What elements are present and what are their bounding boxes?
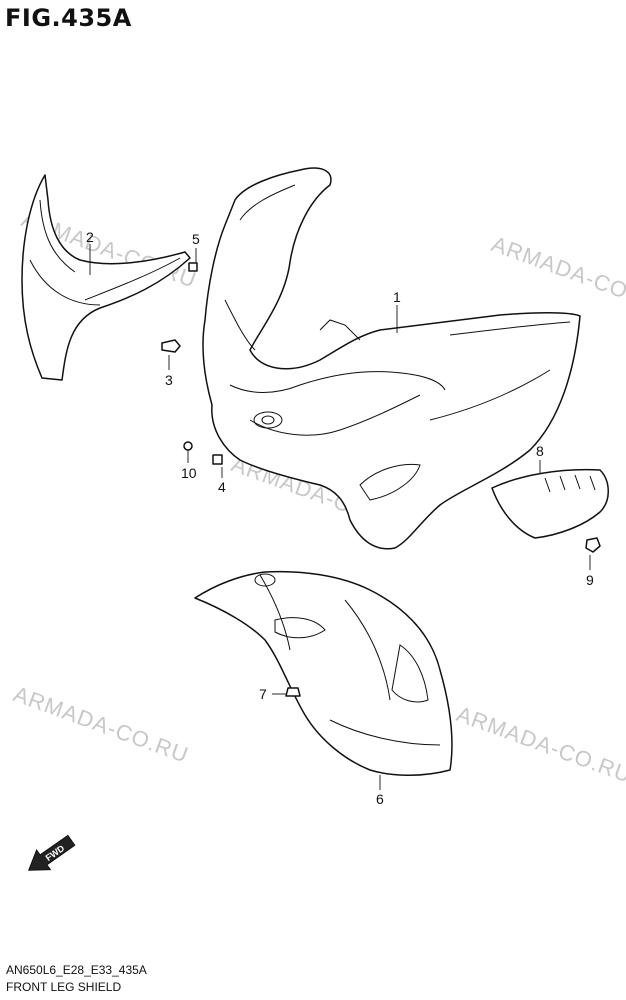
fwd-arrow-icon: FWD (27, 834, 76, 871)
callout-7: 7 (259, 686, 267, 702)
part-1-front-leg-shield (202, 167, 581, 550)
part-2-side-panel (21, 174, 191, 381)
group-name: FRONT LEG SHIELD (6, 980, 122, 994)
callout-9: 9 (586, 572, 594, 588)
watermark: ARMADA-CO.RU (453, 701, 626, 788)
callout-8: 8 (536, 443, 544, 459)
callouts: 1 2 3 4 5 6 7 8 9 10 (86, 229, 594, 807)
watermark: ARMADA-CO.RU (10, 681, 192, 768)
part-3-screw (161, 339, 181, 353)
callout-10: 10 (181, 465, 197, 481)
part-9-screw (585, 537, 601, 553)
part-7-rivet (285, 687, 301, 697)
callout-5: 5 (192, 231, 200, 247)
figure-title: FIG.435A (5, 4, 132, 32)
callout-6: 6 (376, 791, 384, 807)
callout-3: 3 (165, 372, 173, 388)
part-10-nut (183, 441, 193, 451)
part-5-clip (188, 262, 198, 272)
callout-2: 2 (86, 229, 94, 245)
part-8-side-cover (491, 468, 609, 539)
part-4-nut (212, 454, 223, 465)
part-6-inner-leg-shield (194, 570, 453, 776)
model-code: AN650L6_E28_E33_435A (6, 963, 147, 977)
callout-4: 4 (218, 479, 226, 495)
leader-lines (89, 244, 591, 790)
fasteners (161, 262, 601, 697)
watermark: ARMADA-CO.RU (488, 231, 626, 318)
callout-1: 1 (393, 289, 401, 305)
